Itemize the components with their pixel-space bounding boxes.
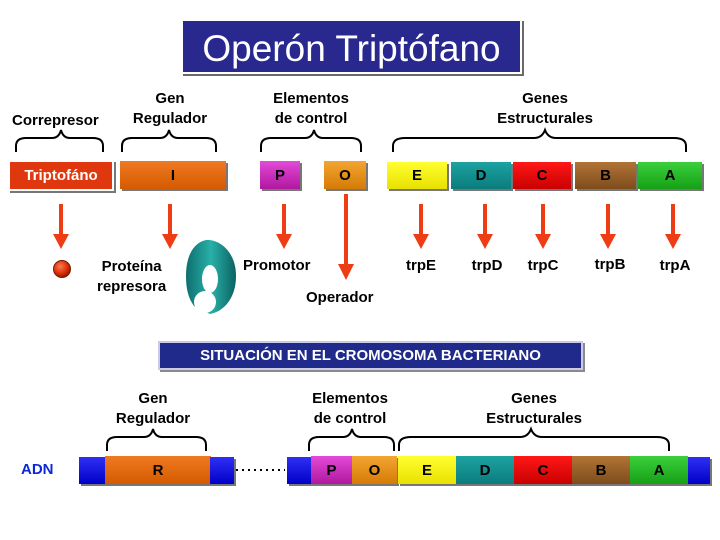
bottom-promoter-box: P (311, 456, 352, 484)
bottom-gene-e-box: E (398, 456, 456, 484)
arrow-tryptophan (53, 204, 69, 249)
bottom-control-line1: Elementos (312, 390, 388, 407)
operator-box: O (324, 161, 366, 189)
arrow-gene-c (535, 204, 551, 249)
dna-segment-mid (210, 457, 234, 484)
gene-b-label: B (600, 167, 611, 184)
regulator-gene-label: I (170, 166, 176, 184)
regulator-label-line1: Gen (155, 90, 185, 107)
dna-segment-end (688, 457, 710, 484)
bottom-control-label: Elementos de control (312, 389, 388, 429)
regulator-label-line2: Regulador (132, 110, 208, 127)
structural-brace (392, 127, 687, 152)
gene-a-box: A (638, 162, 702, 189)
bottom-gene-b-box: B (572, 456, 630, 484)
tryptophan-box-label: Triptofáno (24, 167, 98, 184)
regulator-gene-box: I (120, 161, 226, 189)
gene-b-box: B (575, 162, 636, 189)
bottom-gene-a-box: A (630, 456, 688, 484)
gene-c-label: C (536, 167, 548, 184)
promoter-box-label: P (274, 166, 285, 184)
structural-label: Genes Estructurales (497, 89, 593, 129)
trpD-label: trpD (471, 257, 503, 274)
tryptophan-box: Triptofáno (8, 160, 114, 191)
arrow-gene-e (413, 204, 429, 249)
bottom-gene-c-label: C (537, 461, 549, 479)
control-brace (260, 129, 362, 152)
structural-label-line1: Genes (522, 90, 568, 107)
operator-box-label: O (339, 166, 351, 184)
arrow-gene-b (600, 204, 616, 249)
section-subtitle: SITUACIÓN EN EL CROMOSOMA BACTERIANO (158, 341, 583, 370)
trpB-label: trpB (594, 256, 626, 273)
bottom-structural-line2: Estructurales (486, 410, 582, 427)
gene-d-label: D (475, 167, 487, 184)
repressor-protein-icon (186, 240, 236, 314)
bottom-regulator-gene-box: R (105, 456, 211, 484)
bottom-gene-e-label: E (421, 461, 432, 479)
arrow-gene-a (665, 204, 681, 249)
control-label: Elementos de control (273, 89, 349, 129)
promoter-box: P (260, 161, 300, 189)
bottom-structural-label: Genes Estructurales (486, 389, 582, 429)
bottom-gene-b-label: B (595, 461, 607, 479)
page-title: Operón Triptófano (181, 19, 522, 74)
repressor-label-line1: Proteína (101, 258, 162, 275)
repressor-protein-label: Proteína represora (97, 257, 166, 297)
corepressor-brace (15, 129, 104, 152)
bottom-structural-line1: Genes (511, 390, 557, 407)
regulator-label: Gen Regulador (133, 89, 207, 129)
dna-label: ADN (21, 461, 54, 478)
arrow-gene-d (477, 204, 493, 249)
bottom-structural-brace (398, 426, 670, 451)
tryptophan-molecule-icon (53, 260, 71, 278)
bottom-control-brace (308, 428, 395, 451)
regulator-brace (121, 129, 217, 152)
gene-e-label: E (411, 167, 422, 184)
control-label-line2: de control (274, 110, 348, 127)
corepressor-label: Correpresor (12, 112, 99, 129)
promoter-label: Promotor (243, 257, 311, 274)
trpE-label: trpE (406, 257, 436, 274)
gene-c-box: C (513, 162, 571, 189)
structural-label-line2: Estructurales (497, 110, 593, 127)
control-label-line1: Elementos (273, 90, 349, 107)
bottom-gene-d-box: D (456, 456, 514, 484)
bottom-regulator-gene-label: R (152, 461, 164, 479)
bottom-regulator-line2: Regulador (115, 410, 191, 427)
arrow-regulator (162, 204, 178, 249)
bottom-gene-d-label: D (479, 461, 491, 479)
gene-d-box: D (451, 162, 511, 189)
gene-e-box: E (387, 162, 447, 189)
bottom-operator-box: O (352, 456, 397, 484)
bottom-control-line2: de control (313, 410, 387, 427)
gene-a-label: A (664, 167, 676, 184)
bottom-gene-c-box: C (514, 456, 572, 484)
bottom-promoter-label: P (326, 461, 337, 479)
trpA-label: trpA (659, 257, 691, 274)
bottom-regulator-line1: Gen (138, 390, 168, 407)
dna-segment-left (79, 457, 107, 484)
dna-segment-right (287, 457, 313, 484)
bottom-operator-label: O (368, 461, 381, 479)
operator-label: Operador (306, 289, 374, 306)
bottom-gene-a-label: A (653, 461, 665, 479)
arrows (53, 194, 681, 280)
bottom-regulator-brace (106, 428, 207, 451)
repressor-label-line2: represora (97, 278, 167, 295)
trpC-label: trpC (527, 257, 559, 274)
arrow-promoter (276, 204, 292, 249)
arrow-operator (338, 194, 354, 280)
bottom-regulator-label: Gen Regulador (116, 389, 190, 429)
